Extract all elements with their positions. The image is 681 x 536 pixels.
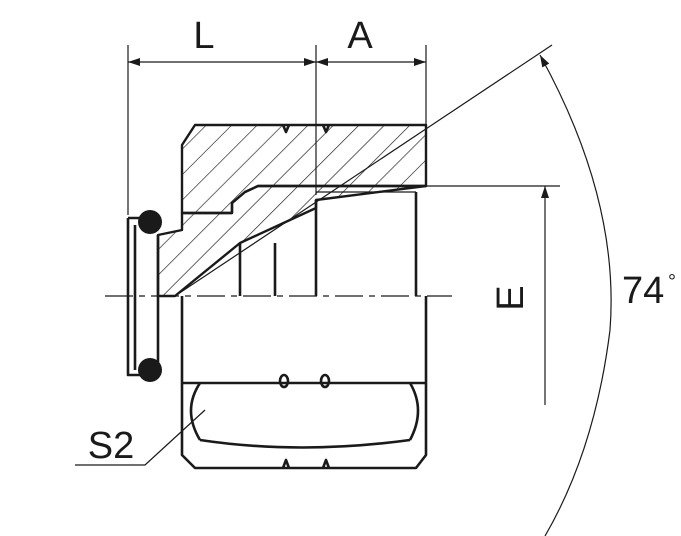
angle-unit: °: [668, 271, 676, 293]
o-ring-upper: [138, 210, 162, 234]
upper-section-view: [156, 123, 428, 298]
dimension-l-label: L: [193, 15, 214, 57]
lower-exterior-view: [180, 296, 428, 470]
o-ring-and-flange: [126, 210, 162, 382]
angle-value: 74: [622, 270, 664, 312]
dimension-e-label: E: [490, 285, 532, 310]
dimension-a-label: A: [347, 15, 373, 57]
dimension-e: [426, 185, 560, 405]
hex-size-label: S2: [88, 425, 134, 467]
dimension-s2-leader: [75, 409, 206, 466]
dimension-angle: [174, 44, 612, 536]
o-ring-lower: [138, 358, 162, 382]
